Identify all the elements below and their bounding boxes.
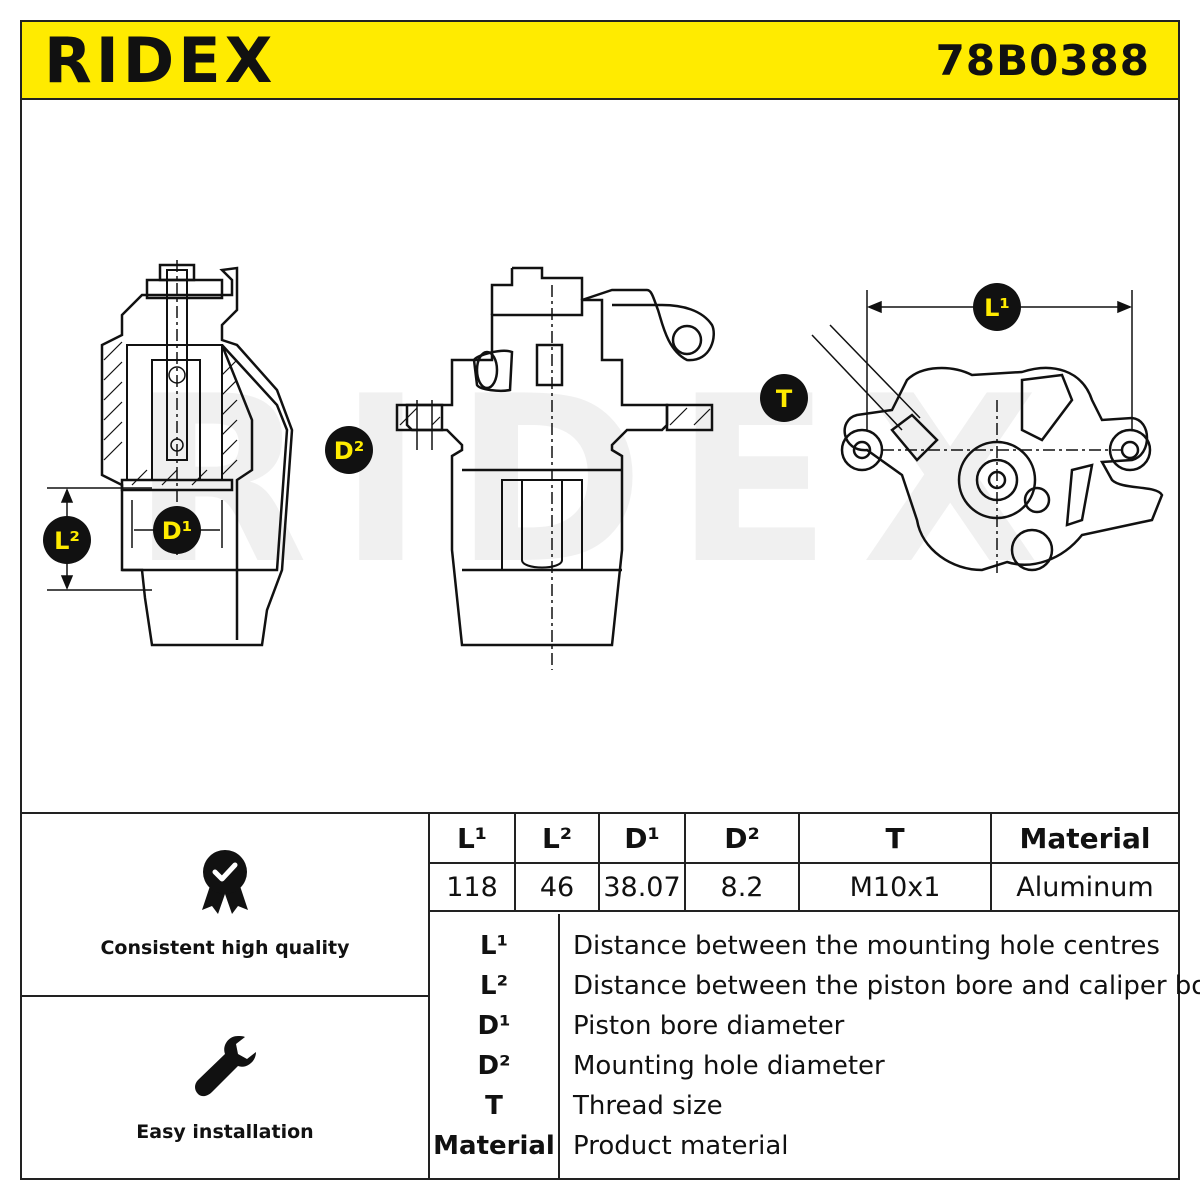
legend-panel: L¹ Distance between the mounting hole ce…	[430, 914, 1200, 1180]
legend-text: Distance between the mounting hole centr…	[573, 931, 1160, 961]
brand-logo: RIDEX	[44, 24, 277, 97]
spec-header-d2: D²	[684, 814, 800, 864]
feature-quality-label: Consistent high quality	[100, 937, 350, 959]
caliper-front-view	[395, 266, 715, 670]
legend-text: Distance between the piston bore and cal…	[573, 971, 1200, 1001]
legend-symbol: D²	[477, 1051, 511, 1081]
legend-symbol: L²	[480, 971, 508, 1001]
legend-row-d2: D² Mounting hole diameter	[430, 1046, 1180, 1086]
callout-t-label: T	[776, 385, 793, 413]
watermark-text: RIDEX	[131, 348, 1069, 615]
legend-symbol: T	[485, 1091, 503, 1121]
callout-d1: D¹	[153, 506, 201, 554]
legend-row-material: Material Product material	[430, 1126, 1180, 1166]
legend-row-l2: L² Distance between the piston bore and …	[430, 966, 1200, 1006]
callout-l1-label: L¹	[984, 294, 1010, 322]
spec-header-l1: L¹	[430, 814, 516, 864]
callout-t: T	[760, 374, 808, 422]
spec-value-d1: 38.07	[598, 862, 686, 912]
legend-row-t: T Thread size	[430, 1086, 1180, 1126]
spec-header-material: Material	[990, 814, 1178, 864]
spec-value-d2: 8.2	[684, 862, 800, 912]
legend-text: Mounting hole diameter	[573, 1051, 885, 1081]
legend-text: Piston bore diameter	[573, 1011, 845, 1041]
quality-badge-icon	[202, 850, 248, 914]
spec-header-row: L¹ L² D¹ D² T Material	[430, 814, 1178, 864]
caliper-rear-view	[811, 290, 1164, 575]
callout-l2: L²	[43, 516, 91, 564]
section-divider	[20, 812, 1180, 814]
spec-value-l2: 46	[514, 862, 600, 912]
spec-header-l2: L²	[514, 814, 600, 864]
legend-divider	[558, 914, 560, 1180]
technical-drawing: RIDEX	[22, 100, 1178, 812]
caliper-diagram: RIDEX	[43, 260, 1164, 670]
legend-text: Thread size	[573, 1091, 723, 1121]
legend-symbol: L¹	[480, 931, 508, 961]
feature-divider	[20, 995, 428, 997]
wrench-icon	[195, 1036, 256, 1097]
spec-header-d1: D¹	[598, 814, 686, 864]
legend-row-d1: D¹ Piston bore diameter	[430, 1006, 1180, 1046]
legend-row-l1: L¹ Distance between the mounting hole ce…	[430, 926, 1180, 966]
header-bar: RIDEX 78B0388	[20, 20, 1180, 100]
legend-symbol: D¹	[477, 1011, 511, 1041]
part-number: 78B0388	[935, 36, 1150, 85]
caliper-section-view	[100, 260, 294, 647]
callout-l1: L¹	[973, 283, 1021, 331]
callout-d1-label: D¹	[162, 517, 192, 545]
legend-symbol: Material	[433, 1131, 555, 1161]
features-panel: Consistent high quality Easy installatio…	[20, 812, 430, 1180]
spec-value-row: 118 46 38.07 8.2 M10x1 Aluminum	[430, 862, 1178, 912]
legend-text: Product material	[573, 1131, 789, 1161]
callout-d2-label: D²	[334, 437, 364, 465]
feature-installation: Easy installation	[20, 1032, 430, 1143]
spec-value-t: M10x1	[798, 862, 992, 912]
spec-header-t: T	[798, 814, 992, 864]
spec-value-l1: 118	[430, 862, 516, 912]
feature-quality: Consistent high quality	[20, 848, 430, 959]
callout-l2-label: L²	[54, 527, 80, 555]
callout-d2: D²	[325, 426, 373, 474]
feature-installation-label: Easy installation	[136, 1121, 314, 1143]
spec-table: L¹ L² D¹ D² T Material 118 46 38.07 8.2 …	[430, 814, 1178, 912]
spec-value-material: Aluminum	[990, 862, 1178, 912]
